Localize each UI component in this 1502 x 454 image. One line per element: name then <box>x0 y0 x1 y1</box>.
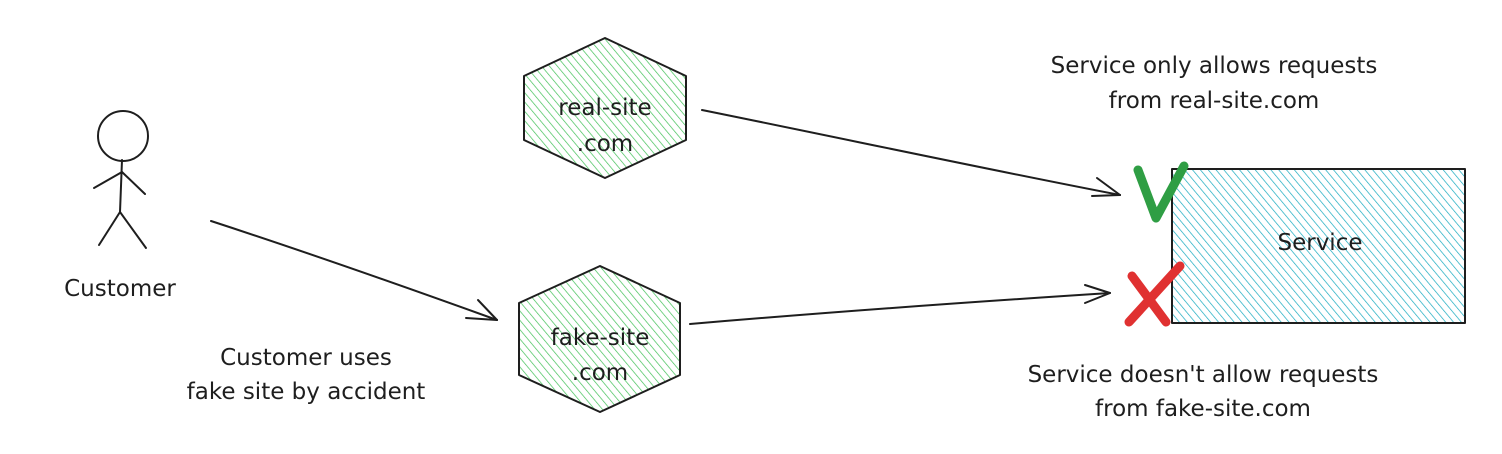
arrow-customer-to-fake-site <box>210 220 498 321</box>
fake-site-node: fake-site .com <box>518 265 681 413</box>
real-site-label-line1: real-site <box>558 95 651 121</box>
denied-note: Service doesn't allow requests from fake… <box>1028 362 1379 422</box>
customer-note: Customer uses fake site by accident <box>187 345 426 405</box>
check-v-icon <box>1133 161 1189 223</box>
fake-site-label-line2: .com <box>572 360 628 386</box>
real-site-label-line2: .com <box>577 131 633 157</box>
denied-note-line2: from fake-site.com <box>1095 396 1311 422</box>
allowed-note: Service only allows requests from real-s… <box>1051 53 1378 114</box>
real-site-node: real-site .com <box>523 37 687 179</box>
service-node: Service <box>1171 168 1466 324</box>
cross-x-icon <box>1124 261 1185 327</box>
customer-figure: Customer <box>64 110 176 302</box>
stick-figure-icon <box>93 110 149 249</box>
denied-note-line1: Service doesn't allow requests <box>1028 362 1379 388</box>
allowed-note-line2: from real-site.com <box>1109 88 1320 114</box>
fake-site-label-line1: fake-site <box>551 325 650 351</box>
service-label: Service <box>1277 230 1362 256</box>
customer-note-line2: fake site by accident <box>187 379 426 405</box>
customer-note-line1: Customer uses <box>220 345 392 371</box>
customer-label: Customer <box>64 276 176 302</box>
arrow-fake-site-to-service <box>689 284 1111 325</box>
allowed-note-line1: Service only allows requests <box>1051 53 1378 79</box>
arrow-real-site-to-service <box>701 109 1121 197</box>
